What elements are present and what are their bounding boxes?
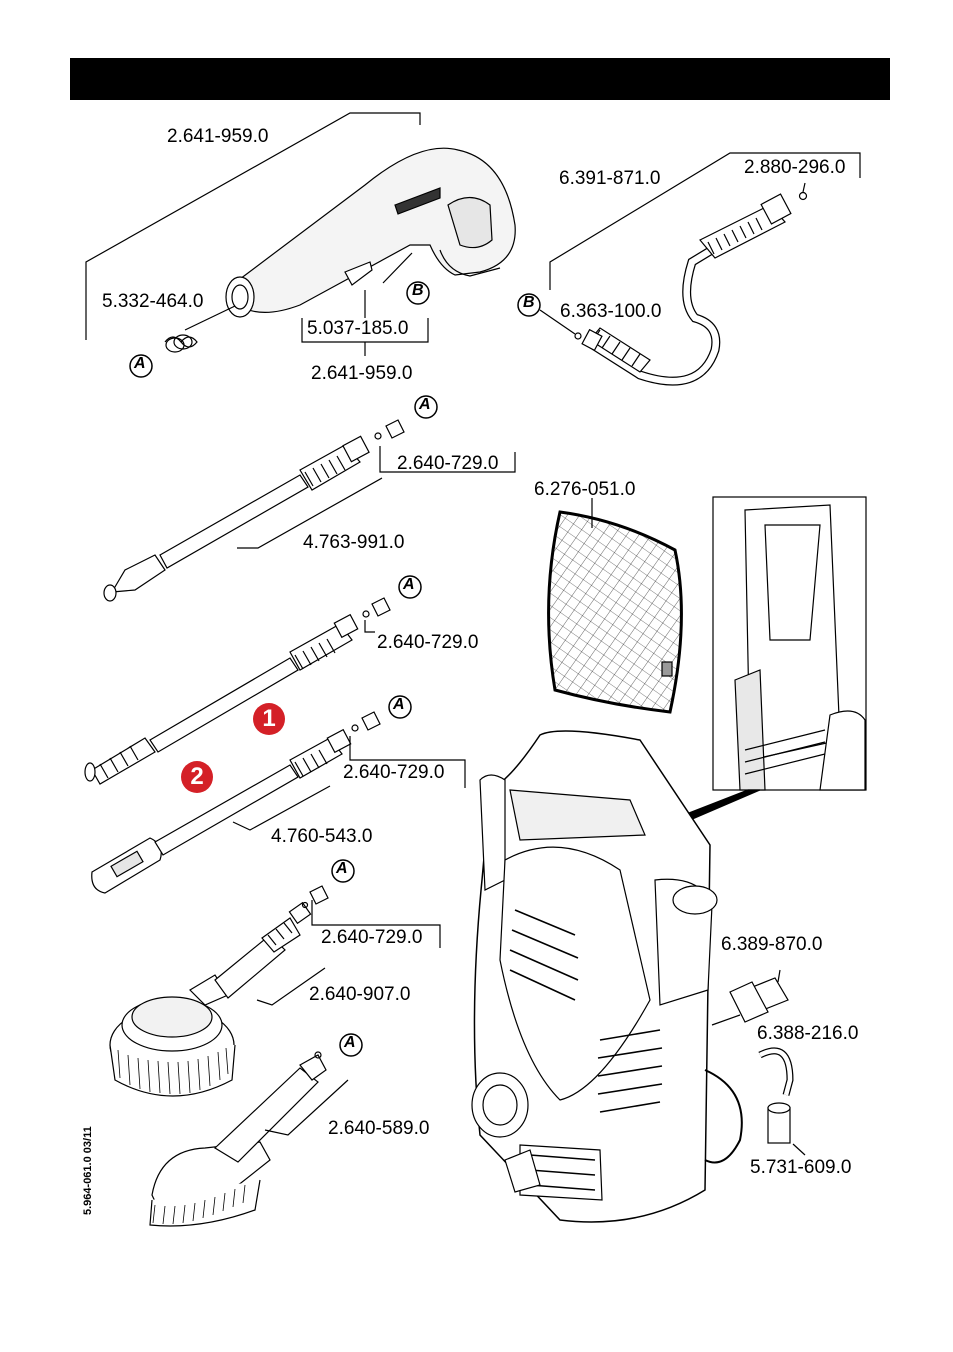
trigger-gun — [86, 113, 515, 356]
lance-1 — [104, 420, 515, 601]
letter-a-3: A — [403, 577, 415, 593]
letter-b-1: B — [412, 283, 424, 299]
callout-nozzle-2: 2.640-729.0 — [377, 633, 478, 652]
callout-hose-nipple: 6.363-100.0 — [560, 302, 661, 321]
document-code: 5.964-061.0 03/11 — [82, 1126, 94, 1215]
callout-hose: 6.391-871.0 — [559, 169, 660, 188]
callout-filter: 6.276-051.0 — [534, 480, 635, 499]
callout-coupling: 6.389-870.0 — [721, 935, 822, 954]
callout-nozzle-3: 2.640-729.0 — [343, 763, 444, 782]
filter-net — [549, 498, 682, 712]
callout-brush-flat: 2.640-589.0 — [328, 1119, 429, 1138]
callout-inlet-hose: 6.388-216.0 — [757, 1024, 858, 1043]
callout-nozzle-1: 2.640-729.0 — [397, 454, 498, 473]
callout-lance-3: 4.760-543.0 — [271, 827, 372, 846]
letter-a-6: A — [344, 1035, 356, 1051]
marker-2: 2 — [181, 761, 213, 793]
callout-lance-1: 4.763-991.0 — [303, 533, 404, 552]
callout-spring: 5.332-464.0 — [102, 292, 203, 311]
lance-2 — [85, 598, 390, 784]
letter-b-2: B — [523, 295, 535, 311]
callout-clip: 5.037-185.0 — [307, 319, 408, 338]
letter-a-4: A — [393, 697, 405, 713]
marker-1: 1 — [253, 703, 285, 735]
letter-a-2: A — [419, 397, 431, 413]
inlet-parts — [712, 970, 805, 1155]
lance-3 — [92, 712, 465, 893]
callout-hose-oring: 2.880-296.0 — [744, 158, 845, 177]
letter-a-1: A — [134, 356, 146, 372]
callout-brush-rotating: 2.640-907.0 — [309, 985, 410, 1004]
callout-inlet-filter: 5.731-609.0 — [750, 1158, 851, 1177]
letter-a-5: A — [336, 861, 348, 877]
pressure-washer-unit — [472, 731, 742, 1222]
callout-gun-top: 2.641-959.0 — [167, 127, 268, 146]
callout-gun-bottom: 2.641-959.0 — [311, 364, 412, 383]
callout-nozzle-4: 2.640-729.0 — [321, 928, 422, 947]
